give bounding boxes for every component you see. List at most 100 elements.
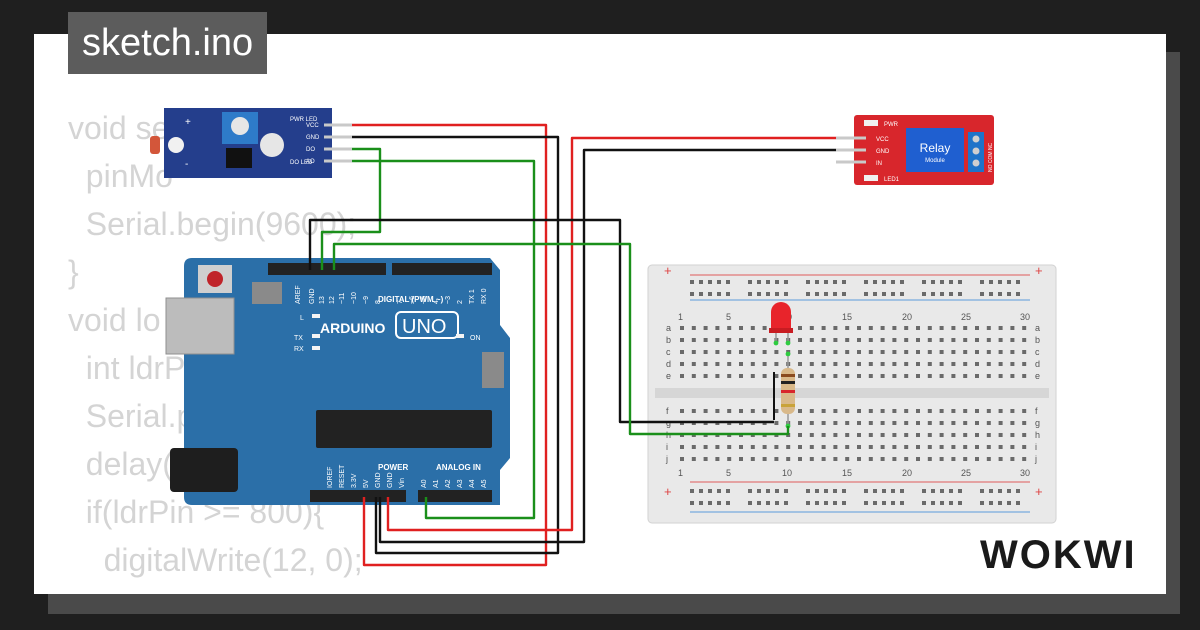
breadboard-hole (762, 350, 767, 354)
breadboard-hole (892, 409, 897, 413)
breadboard-hole (748, 280, 752, 284)
relay-module[interactable]: Relay Module NO COM NC PWR LED1 VCC GND … (836, 115, 994, 185)
breadboard-hole (750, 409, 755, 413)
breadboard-hole (821, 362, 826, 366)
relay-pin-label: IN (876, 161, 882, 167)
wire-pin12-resistor[interactable] (332, 242, 790, 436)
bb-row-letter: a (1035, 323, 1040, 333)
breadboard-hole (806, 280, 810, 284)
breadboard-hole (998, 433, 1003, 437)
ldr-sign: - (185, 159, 188, 170)
breadboard-hole (774, 457, 779, 461)
breadboard-hole (762, 409, 767, 413)
usb-connector (165, 297, 235, 355)
breadboard-hole (784, 489, 788, 493)
wire-ldr-vcc[interactable] (352, 123, 548, 567)
breadboard-hole (1010, 445, 1015, 449)
breadboard-hole (748, 501, 752, 505)
breadboard-hole (868, 457, 873, 461)
breadboard-hole (986, 362, 991, 366)
breadboard-hole (904, 374, 909, 378)
breadboard-hole (922, 501, 926, 505)
reset-button[interactable] (207, 271, 223, 287)
breadboard-hole (998, 338, 1003, 342)
breadboard-hole (703, 445, 708, 449)
wire-relay-gnd[interactable] (378, 148, 836, 544)
breadboard-hole (949, 280, 953, 284)
breadboard-hole (762, 338, 767, 342)
breadboard-hole (717, 280, 721, 284)
breadboard-hole (857, 409, 861, 413)
breadboard-hole (868, 409, 873, 413)
breadboard-hole (904, 433, 909, 437)
bb-col-number: 25 (961, 312, 971, 322)
breadboard[interactable]: + + + + 1 5 10 15 20 25 30 1 5 10 15 20 … (647, 263, 1057, 524)
bb-row-letter: g (1035, 418, 1040, 428)
arduino-pin-label: TX 1 (469, 289, 476, 304)
resistor[interactable] (781, 356, 795, 429)
breadboard-hole (882, 280, 886, 284)
ldr-sensor-module[interactable]: PWR LED DO LED VCC GND DO AO + - (150, 108, 352, 178)
wire-ldr-gnd[interactable] (352, 135, 560, 555)
breadboard-hole (868, 362, 873, 366)
breadboard-hole (963, 338, 968, 342)
breadboard-hole (1010, 350, 1015, 354)
breadboard-hole (1022, 350, 1027, 354)
arduino-uno[interactable]: ARDUINO UNO DIGITAL (PWM ~) POWER ANALOG… (165, 258, 510, 505)
wire-gnd-led[interactable] (308, 218, 774, 424)
arduino-pin-label: A5 (481, 479, 488, 488)
breadboard-hole (821, 457, 826, 461)
breadboard-hole (1007, 501, 1011, 505)
code-line: delay( (68, 446, 173, 482)
breadboard-hole (786, 457, 791, 461)
breadboard-hole (892, 421, 897, 425)
relay-terminals: NO COM NC (988, 142, 994, 172)
breadboard-hole (708, 489, 712, 493)
breadboard-hole (727, 350, 732, 354)
code-line: int ldrP (68, 350, 186, 386)
breadboard-hole (833, 445, 838, 449)
wire-relay-vcc[interactable] (386, 136, 836, 532)
breadboard-hole (868, 350, 873, 354)
breadboard-hole (750, 338, 755, 342)
breadboard-hole (880, 421, 885, 425)
relay-subtitle: Module (925, 158, 945, 164)
breadboard-hole (892, 457, 897, 461)
digital-label: DIGITAL (PWM ~) (378, 295, 444, 304)
breadboard-hole (900, 489, 904, 493)
breadboard-hole (703, 326, 708, 330)
breadboard-hole (940, 489, 944, 493)
red-led[interactable] (769, 302, 793, 357)
breadboard-hole (703, 374, 708, 378)
breadboard-hole (703, 457, 708, 461)
breadboard-hole (916, 421, 920, 425)
wire-ldr-ao[interactable] (352, 159, 536, 520)
arduino-pin-label: GND (309, 288, 316, 304)
breadboard-hole (927, 350, 932, 354)
arduino-pin-label: A2 (445, 479, 452, 488)
analog-label: ANALOG IN (436, 463, 481, 472)
potentiometer[interactable] (231, 117, 249, 135)
breadboard-hole (951, 409, 956, 413)
breadboard-hole (998, 501, 1002, 505)
breadboard-hole (892, 445, 897, 449)
breadboard-hole (815, 501, 819, 505)
breadboard-hole (833, 433, 838, 437)
breadboard-hole (880, 433, 885, 437)
breadboard-hole (809, 326, 814, 330)
breadboard-hole (680, 350, 684, 354)
arduino-pin-label: GND (387, 472, 394, 488)
breadboard-hole (857, 374, 861, 378)
breadboard-hole (857, 421, 861, 425)
breadboard-hole (750, 350, 755, 354)
breadboard-hole (727, 326, 732, 330)
wire-ldr-do[interactable] (320, 147, 382, 270)
bb-row-letter: a (666, 323, 671, 333)
breadboard-hole (833, 326, 838, 330)
breadboard-hole (951, 362, 956, 366)
breadboard-hole (989, 489, 993, 493)
breadboard-hole (927, 433, 932, 437)
bb-row-letter: j (665, 454, 668, 464)
breadboard-hole (680, 445, 684, 449)
breadboard-hole (845, 433, 850, 437)
